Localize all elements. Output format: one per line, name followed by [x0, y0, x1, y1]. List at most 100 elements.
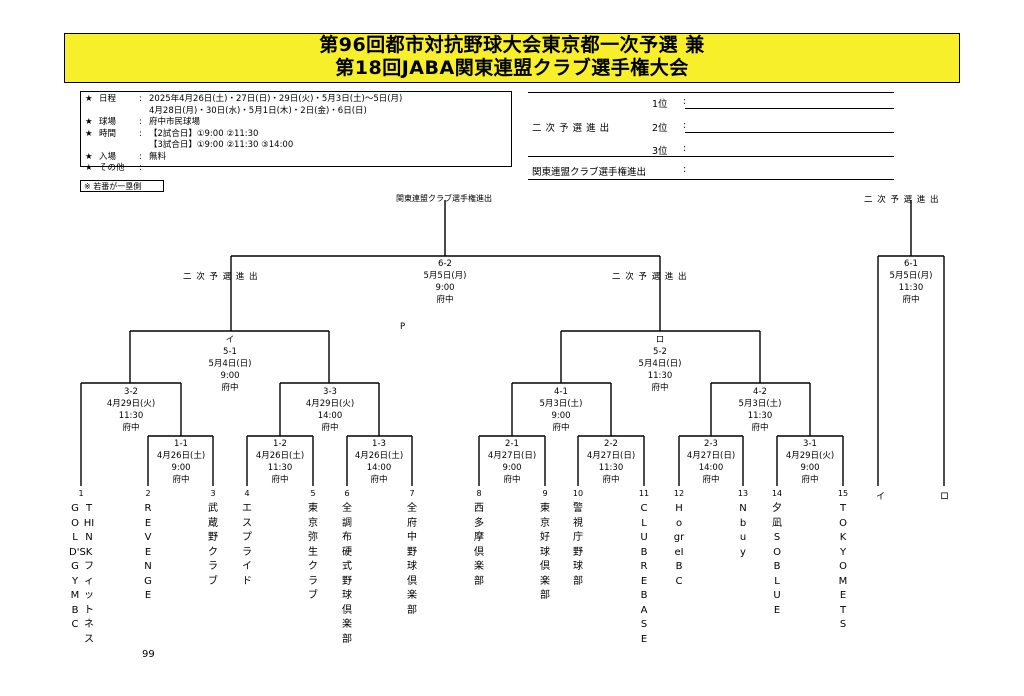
game-line: 11:30 — [647, 371, 673, 381]
game-line: 9:00 — [171, 463, 191, 473]
team-name-suffix: 99 — [142, 649, 155, 660]
info-val: 府中市民球場 — [149, 117, 201, 127]
game-line: 府中 — [122, 423, 140, 433]
team-number: 6 — [344, 489, 350, 498]
game-line: 3-3 — [323, 387, 337, 397]
adv-colon-1: : — [683, 96, 687, 107]
team-number: 5 — [310, 489, 316, 498]
info-val: 【3試合日】①9:00 ②11:30 ③14:00 — [149, 140, 294, 150]
info-row: ★ 日程:2025年4月26日(土)・27日(日)・29日(火)・5月3日(土)～… — [85, 94, 511, 106]
game-line: 11:30 — [118, 411, 144, 421]
team-number: 9 — [542, 489, 548, 498]
game-line: 3-2 — [124, 387, 138, 397]
game-line: 4月27日(日) — [487, 451, 537, 461]
team-number: 13 — [737, 489, 749, 498]
game-line: 府中 — [221, 383, 239, 393]
second-advance-right-label: 二 次 予 選 進 出 — [864, 195, 940, 205]
team-name: CLUBREBASE — [640, 503, 648, 645]
game-line: 5-1 — [223, 347, 237, 357]
game-line: 府中 — [702, 475, 720, 485]
team-number: 7 — [409, 489, 415, 498]
team-number: 2 — [145, 489, 151, 498]
game-line: 11:30 — [747, 411, 773, 421]
game-line: 14:00 — [698, 463, 724, 473]
team-number: 15 — [837, 489, 849, 498]
title-line-1: 第96回都市対抗野球大会東京都一次予選 兼 — [319, 34, 705, 56]
game-line: 9:00 — [435, 283, 455, 293]
team-number: 1 — [78, 489, 84, 498]
adv-divider — [528, 92, 894, 93]
game-line: 4月26日(土) — [354, 451, 404, 461]
team-name: 全府中野球倶楽部 — [407, 503, 417, 616]
game-line: 府中 — [651, 383, 669, 393]
info-row: ★時間:【2試合日】①9:00 ②11:30 — [85, 129, 511, 141]
info-star: ★ — [85, 128, 93, 139]
game-line: 4月27日(日) — [686, 451, 736, 461]
team-name: 全調布硬式野球倶楽部 — [342, 503, 352, 645]
adv-colon-4: : — [683, 164, 687, 175]
game-line: 府中 — [801, 475, 819, 485]
team-number: 14 — [771, 489, 783, 498]
game-line: 4月29日(火) — [106, 399, 156, 409]
team-name: GOLD'SGYMBC — [69, 503, 86, 630]
game-line: 5月4日(日) — [208, 359, 252, 369]
info-colon: : — [139, 117, 142, 127]
team-name: Nbuy — [739, 503, 747, 558]
info-val: 2025年4月26日(土)・27日(日)・29日(火)・5月3日(土)～5日(月… — [149, 94, 403, 104]
game-line: 4-1 — [554, 387, 568, 397]
adv-place-1: 1位 — [652, 99, 668, 110]
team-name: 警視庁野球部 — [573, 503, 583, 587]
team-name-secondary: THINKフィットネス — [83, 503, 95, 645]
info-lbl: 時間 — [99, 128, 117, 139]
team-number: 4 — [244, 489, 250, 498]
right-slot-ro: ロ — [940, 492, 950, 502]
info-star: ★ — [85, 94, 93, 104]
game-line: 5月5日(月) — [889, 271, 933, 281]
game-line: 1-3 — [372, 439, 386, 449]
team-number: 3 — [210, 489, 216, 498]
game-line: 府中 — [172, 475, 190, 485]
game-line: 4月29日(火) — [305, 399, 355, 409]
title-banner: 第96回都市対抗野球大会東京都一次予選 兼 第18回JABA関東連盟クラブ選手権… — [64, 33, 960, 83]
team-name: エスプライド — [242, 503, 252, 587]
info-colon: : — [139, 94, 142, 104]
game-line: 5月3日(土) — [539, 399, 583, 409]
info-row: 4月28日(月)・30日(水)・5月1日(木)・2日(金)・6日(日) — [85, 106, 511, 118]
game-line: 9:00 — [502, 463, 522, 473]
team-name: 東京好球倶楽部 — [540, 503, 550, 601]
game-line: 4-2 — [753, 387, 767, 397]
game-line: 1-2 — [273, 439, 287, 449]
kanto-advance-label: 関東連盟クラブ選手権進出 — [396, 194, 492, 203]
adv-place-2: 2位 — [652, 123, 668, 134]
adv-place-3: 3位 — [652, 146, 668, 157]
game-line: 府中 — [751, 423, 769, 433]
team-name: 東京弥生クラブ — [308, 503, 318, 601]
game-line: 府中 — [436, 295, 454, 305]
info-star: ★ — [85, 163, 93, 173]
info-lbl: 球場 — [99, 117, 117, 127]
game-line: 5-2 — [653, 347, 667, 357]
game-line: 4月26日(土) — [255, 451, 305, 461]
note-box: ※ 若番が一塁側 — [80, 180, 164, 192]
team-number: 12 — [673, 489, 685, 498]
right-slot-i: イ — [876, 492, 886, 502]
game-line: 9:00 — [220, 371, 240, 381]
team-name: 西多摩倶楽部 — [474, 503, 484, 587]
game-line: 府中 — [902, 295, 920, 305]
game-line: 府中 — [602, 475, 620, 485]
info-colon: : — [139, 163, 142, 173]
game-line: 5月3日(土) — [738, 399, 782, 409]
info-star: ★ — [85, 151, 93, 162]
adv-line-2 — [685, 132, 894, 133]
game-line: 府中 — [503, 475, 521, 485]
game-line: 4月27日(日) — [586, 451, 636, 461]
info-lbl: 日程 — [99, 94, 117, 104]
p-mark: P — [400, 322, 406, 332]
